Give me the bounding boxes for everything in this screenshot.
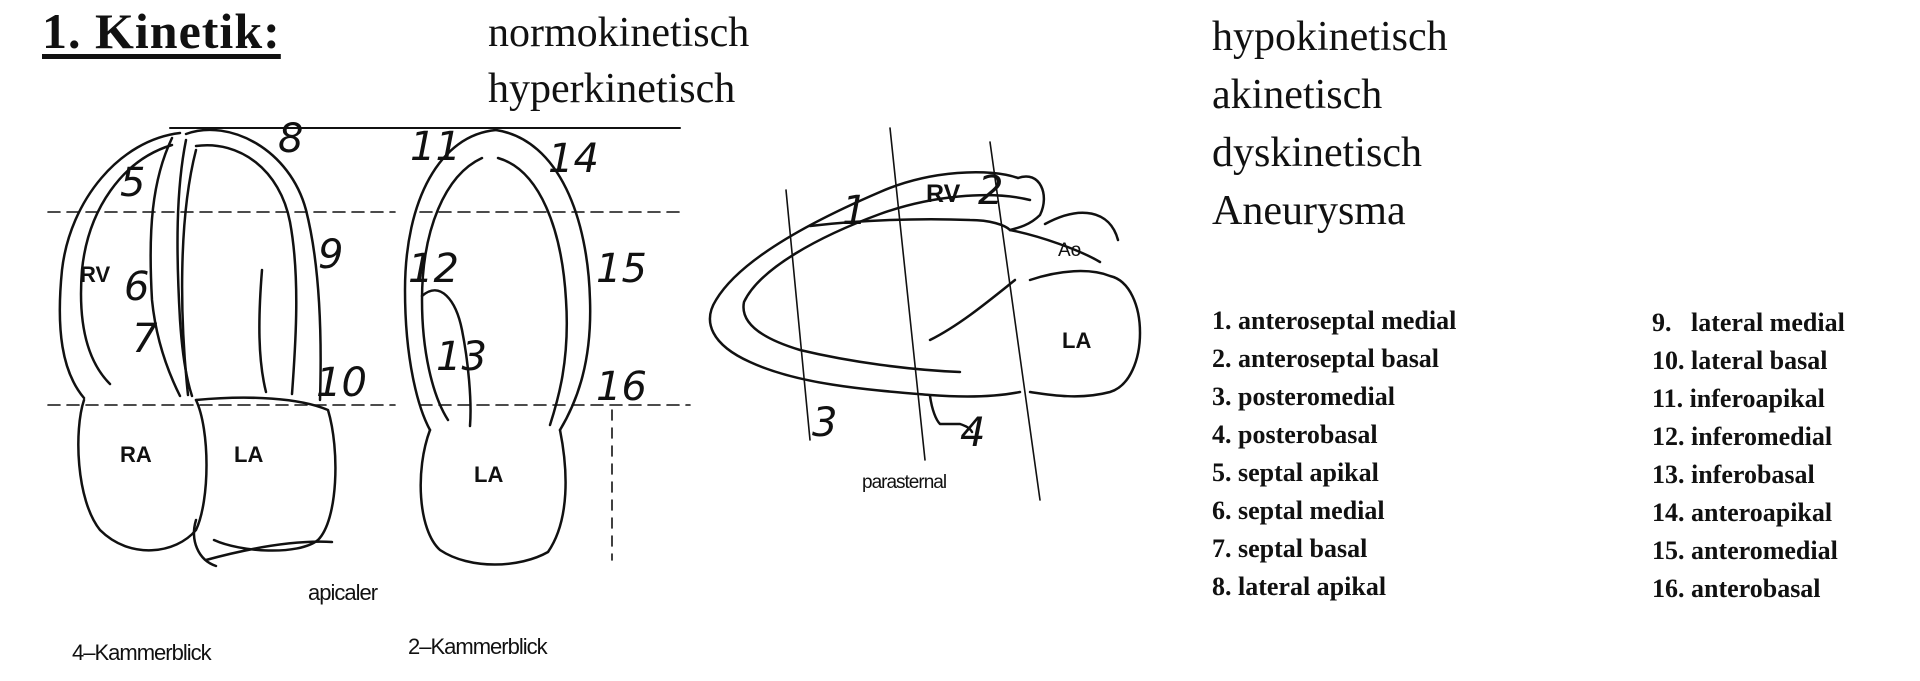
segment-number-11: 11 bbox=[410, 124, 461, 170]
segment-number-3: 3 bbox=[812, 400, 837, 446]
label-la-two-chamber: LA bbox=[474, 462, 503, 487]
segment-number-12: 12 bbox=[408, 246, 459, 292]
segment-number-8: 8 bbox=[278, 116, 303, 162]
segment-item-8: 8. lateral apikal bbox=[1212, 572, 1387, 601]
segment-item-16: 16. anterobasal bbox=[1652, 574, 1821, 603]
term-hypokinetisch: hypokinetisch bbox=[1212, 14, 1448, 60]
term-aneurysma: Aneurysma bbox=[1212, 188, 1406, 234]
segment-item-10: 10. lateral basal bbox=[1652, 346, 1828, 375]
segment-item-14: 14. anteroapikal bbox=[1652, 498, 1833, 527]
caption-apical: apicaler bbox=[308, 580, 378, 605]
segment-item-9: 9. lateral medial bbox=[1652, 308, 1845, 337]
segment-number-6: 6 bbox=[124, 264, 149, 310]
segment-item-15: 15. anteromedial bbox=[1652, 536, 1838, 565]
term-akinetisch: akinetisch bbox=[1212, 72, 1383, 118]
label-la-parasternal: LA bbox=[1062, 328, 1091, 353]
term-hyperkinetisch: hyperkinetisch bbox=[488, 66, 736, 112]
segment-item-11: 11. inferoapikal bbox=[1652, 384, 1825, 413]
segment-item-7: 7. septal basal bbox=[1212, 534, 1368, 563]
segment-number-7: 7 bbox=[132, 316, 158, 362]
label-rv-four-chamber: RV bbox=[80, 262, 110, 287]
four-chamber-view bbox=[58, 128, 337, 568]
segment-item-5: 5. septal apikal bbox=[1212, 458, 1379, 487]
segment-number-16: 16 bbox=[596, 364, 647, 410]
segment-number-5: 5 bbox=[120, 160, 145, 206]
caption-four-chamber: 4–Kammerblick bbox=[72, 640, 212, 665]
caption-parasternal: parasternal bbox=[862, 472, 946, 493]
label-rv-parasternal: RV bbox=[926, 180, 961, 208]
label-ra: RA bbox=[120, 442, 152, 467]
segment-item-3: 3. posteromedial bbox=[1212, 382, 1395, 411]
caption-two-chamber: 2–Kammerblick bbox=[408, 634, 548, 659]
segment-item-2: 2. anteroseptal basal bbox=[1212, 344, 1440, 373]
two-chamber-view bbox=[403, 128, 592, 566]
segment-number-13: 13 bbox=[436, 334, 487, 380]
segment-item-13: 13. inferobasal bbox=[1652, 460, 1815, 489]
term-dyskinetisch: dyskinetisch bbox=[1212, 130, 1422, 176]
parasternal-view bbox=[708, 127, 1142, 501]
segment-item-12: 12. inferomedial bbox=[1652, 422, 1833, 451]
segment-number-14: 14 bbox=[548, 136, 599, 182]
segment-number-15: 15 bbox=[596, 246, 647, 292]
label-ao: Ao bbox=[1058, 240, 1081, 261]
section-heading: 1. Kinetik: bbox=[42, 3, 281, 59]
segment-number-10: 10 bbox=[316, 360, 367, 406]
label-la-four-chamber: LA bbox=[234, 442, 263, 467]
segment-number-9: 9 bbox=[318, 232, 343, 278]
segment-item-1: 1. anteroseptal medial bbox=[1212, 306, 1457, 335]
term-normokinetisch: normokinetisch bbox=[488, 10, 750, 56]
segment-item-6: 6. septal medial bbox=[1212, 496, 1385, 525]
segment-number-2: 2 bbox=[978, 168, 1003, 214]
segment-number-4: 4 bbox=[960, 410, 985, 456]
segment-number-1: 1 bbox=[842, 188, 867, 234]
segment-item-4: 4. posterobasal bbox=[1212, 420, 1378, 449]
